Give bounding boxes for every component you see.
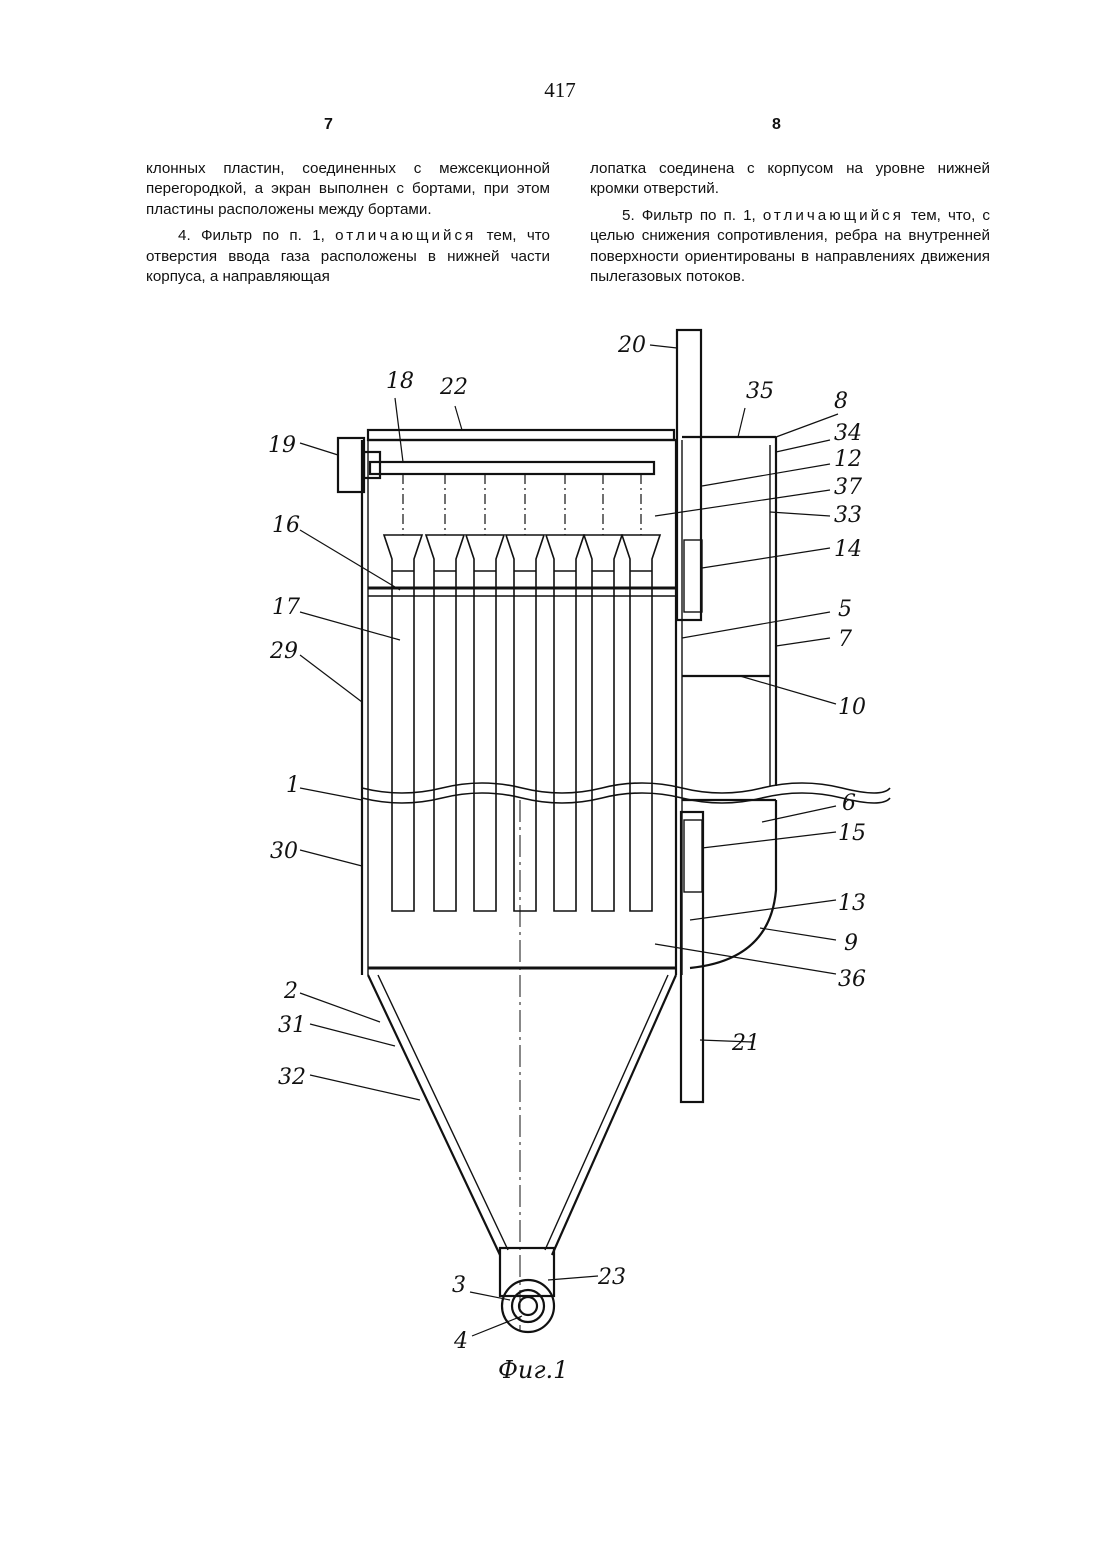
figure-caption: Фиг.1 — [498, 1356, 568, 1384]
leader-37 — [655, 490, 830, 516]
break-line-upper — [362, 783, 890, 793]
filter-bag — [506, 535, 544, 911]
label-17: 17 — [272, 595, 300, 620]
leader-5 — [682, 612, 830, 638]
leader-30 — [300, 850, 362, 866]
drive-unit — [338, 438, 364, 492]
top-cover — [368, 430, 674, 440]
filter-bag — [466, 535, 504, 911]
leader-22 — [455, 406, 462, 430]
label-1: 1 — [286, 773, 300, 798]
break-line-lower — [362, 793, 890, 803]
filter-bag — [384, 535, 422, 911]
outlet-pipe — [677, 330, 701, 620]
leader-9 — [760, 928, 836, 940]
hopper-left-wall-inner — [378, 975, 508, 1250]
valve-14 — [684, 540, 702, 612]
label-23: 23 — [597, 1265, 626, 1290]
screw-conveyor — [512, 1290, 544, 1322]
drawing-lines — [300, 330, 890, 1336]
leader-13 — [690, 900, 836, 920]
label-19: 19 — [268, 433, 296, 458]
leader-6 — [762, 806, 836, 822]
leader-20 — [650, 345, 677, 348]
leader-lines — [300, 345, 838, 1336]
hopper-right-wall — [552, 975, 676, 1255]
label-30: 30 — [270, 839, 298, 864]
leader-17 — [300, 612, 400, 640]
label-20: 20 — [617, 333, 646, 358]
label-4: 4 — [453, 1329, 468, 1354]
label-6: 6 — [842, 791, 856, 816]
leader-8 — [776, 414, 838, 437]
blow-nozzles — [403, 474, 641, 535]
label-12: 12 — [834, 447, 862, 472]
label-8: 8 — [834, 389, 848, 414]
label-2: 2 — [283, 979, 298, 1004]
leader-15 — [702, 832, 836, 848]
leader-1 — [300, 788, 362, 800]
leader-35 — [738, 408, 745, 437]
filter-bag — [426, 535, 464, 911]
label-22: 22 — [439, 375, 468, 400]
label-37: 37 — [834, 475, 862, 500]
label-34: 34 — [834, 421, 862, 446]
label-35: 35 — [746, 379, 774, 404]
label-18: 18 — [386, 369, 414, 394]
label-9: 9 — [844, 931, 858, 956]
label-32: 32 — [278, 1065, 306, 1090]
leader-12 — [702, 464, 830, 486]
label-31: 31 — [278, 1013, 306, 1038]
leader-10 — [740, 676, 836, 704]
label-33: 33 — [834, 503, 862, 528]
leader-32 — [310, 1075, 420, 1100]
leader-31 — [310, 1024, 395, 1046]
label-16: 16 — [272, 513, 300, 538]
screw-shaft — [519, 1297, 537, 1315]
label-14: 14 — [834, 537, 862, 562]
label-13: 13 — [838, 891, 866, 916]
label-5: 5 — [838, 597, 852, 622]
label-7: 7 — [838, 627, 852, 652]
screw-conveyor-casing — [502, 1280, 554, 1332]
label-10: 10 — [838, 695, 866, 720]
leader-14 — [702, 548, 830, 568]
leader-23 — [548, 1276, 598, 1280]
filter-bag — [622, 535, 660, 911]
label-15: 15 — [838, 821, 866, 846]
label-3: 3 — [452, 1273, 466, 1298]
valve-15 — [684, 820, 702, 892]
leader-34 — [776, 440, 830, 452]
leader-33 — [770, 512, 830, 516]
filter-bag — [546, 535, 584, 911]
leader-29 — [300, 655, 362, 702]
hopper-left-wall — [368, 975, 500, 1255]
leader-2 — [300, 993, 380, 1022]
filter-bags — [384, 535, 660, 911]
leader-19 — [300, 443, 338, 455]
header-pipe — [370, 462, 654, 474]
label-36: 36 — [838, 967, 866, 992]
label-21: 21 — [731, 1031, 760, 1056]
filter-bag — [584, 535, 622, 911]
hopper-right-wall-inner — [545, 975, 668, 1250]
leader-7 — [776, 638, 830, 646]
label-29: 29 — [269, 639, 298, 664]
leader-4 — [472, 1316, 522, 1336]
